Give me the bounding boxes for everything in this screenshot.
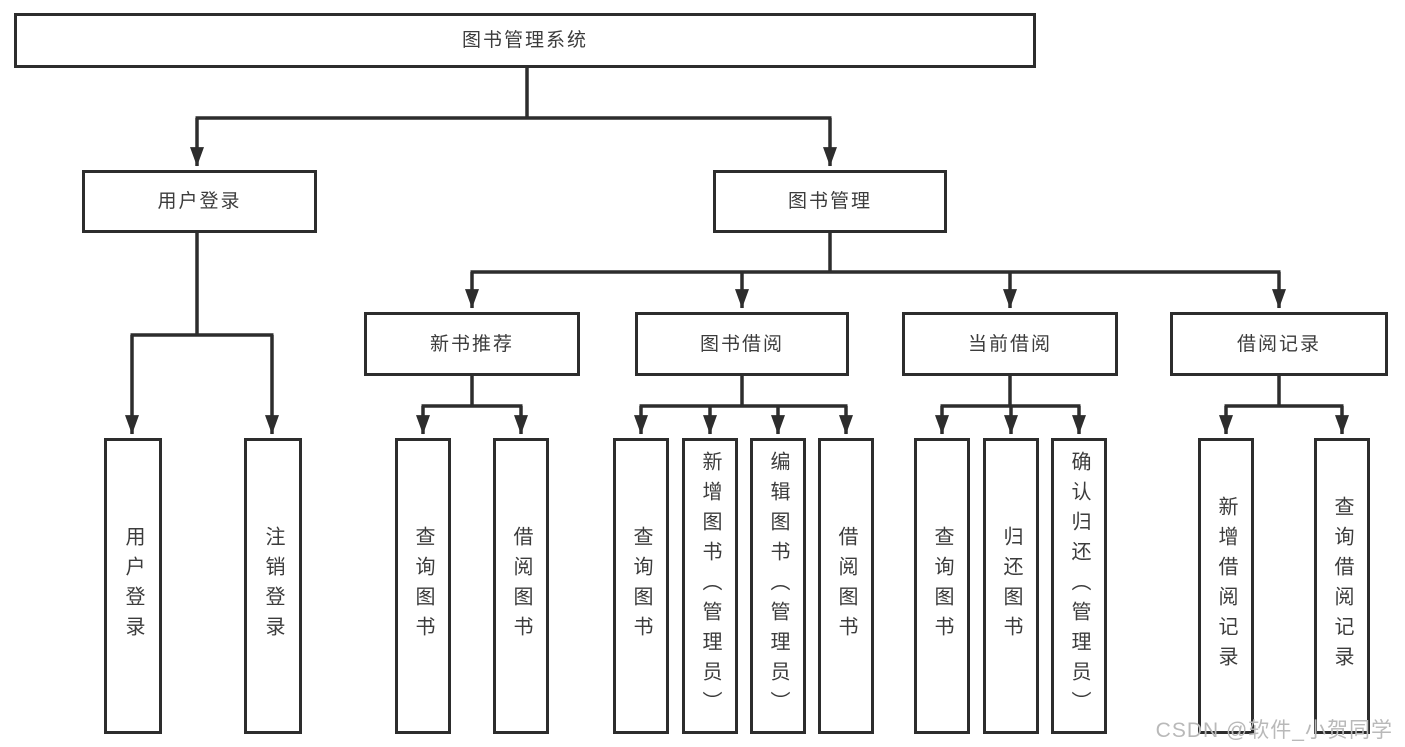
leaf-query-books-borrow: 查询图书 bbox=[613, 438, 669, 734]
leaf-edit-book-admin: 编辑图书（管理员） bbox=[750, 438, 806, 734]
leaf-label: 用户登录 bbox=[122, 526, 144, 646]
leaf-label: 新增图书（管理员） bbox=[699, 451, 721, 721]
leaf-label: 查询借阅记录 bbox=[1331, 496, 1353, 676]
leaf-return-book: 归还图书 bbox=[983, 438, 1039, 734]
leaf-borrow-books: 借阅图书 bbox=[818, 438, 874, 734]
leaf-query-borrow-record: 查询借阅记录 bbox=[1314, 438, 1370, 734]
leaf-label: 归还图书 bbox=[1000, 526, 1022, 646]
leaf-label: 确认归还（管理员） bbox=[1068, 451, 1090, 721]
leaf-query-books-recommend: 查询图书 bbox=[395, 438, 451, 734]
leaf-add-book-admin: 新增图书（管理员） bbox=[682, 438, 738, 734]
leaf-label: 借阅图书 bbox=[835, 526, 857, 646]
leaf-label: 查询图书 bbox=[630, 526, 652, 646]
leaf-borrow-books-recommend: 借阅图书 bbox=[493, 438, 549, 734]
node-root-system: 图书管理系统 bbox=[14, 13, 1036, 68]
node-user-login: 用户登录 bbox=[82, 170, 317, 233]
node-book-borrow: 图书借阅 bbox=[635, 312, 849, 376]
leaf-label: 注销登录 bbox=[262, 526, 284, 646]
node-borrow-records: 借阅记录 bbox=[1170, 312, 1388, 376]
leaf-label: 编辑图书（管理员） bbox=[767, 451, 789, 721]
leaf-label: 新增借阅记录 bbox=[1215, 496, 1237, 676]
leaf-add-borrow-record: 新增借阅记录 bbox=[1198, 438, 1254, 734]
leaf-user-login: 用户登录 bbox=[104, 438, 162, 734]
leaf-label: 查询图书 bbox=[931, 526, 953, 646]
node-new-book-recommend: 新书推荐 bbox=[364, 312, 580, 376]
leaf-label: 查询图书 bbox=[412, 526, 434, 646]
leaf-logout: 注销登录 bbox=[244, 438, 302, 734]
node-book-management: 图书管理 bbox=[713, 170, 947, 233]
leaf-confirm-return-admin: 确认归还（管理员） bbox=[1051, 438, 1107, 734]
leaf-query-books-current: 查询图书 bbox=[914, 438, 970, 734]
leaf-label: 借阅图书 bbox=[510, 526, 532, 646]
node-current-borrow: 当前借阅 bbox=[902, 312, 1118, 376]
csdn-watermark: CSDN @软件_小贺同学 bbox=[1155, 719, 1393, 742]
